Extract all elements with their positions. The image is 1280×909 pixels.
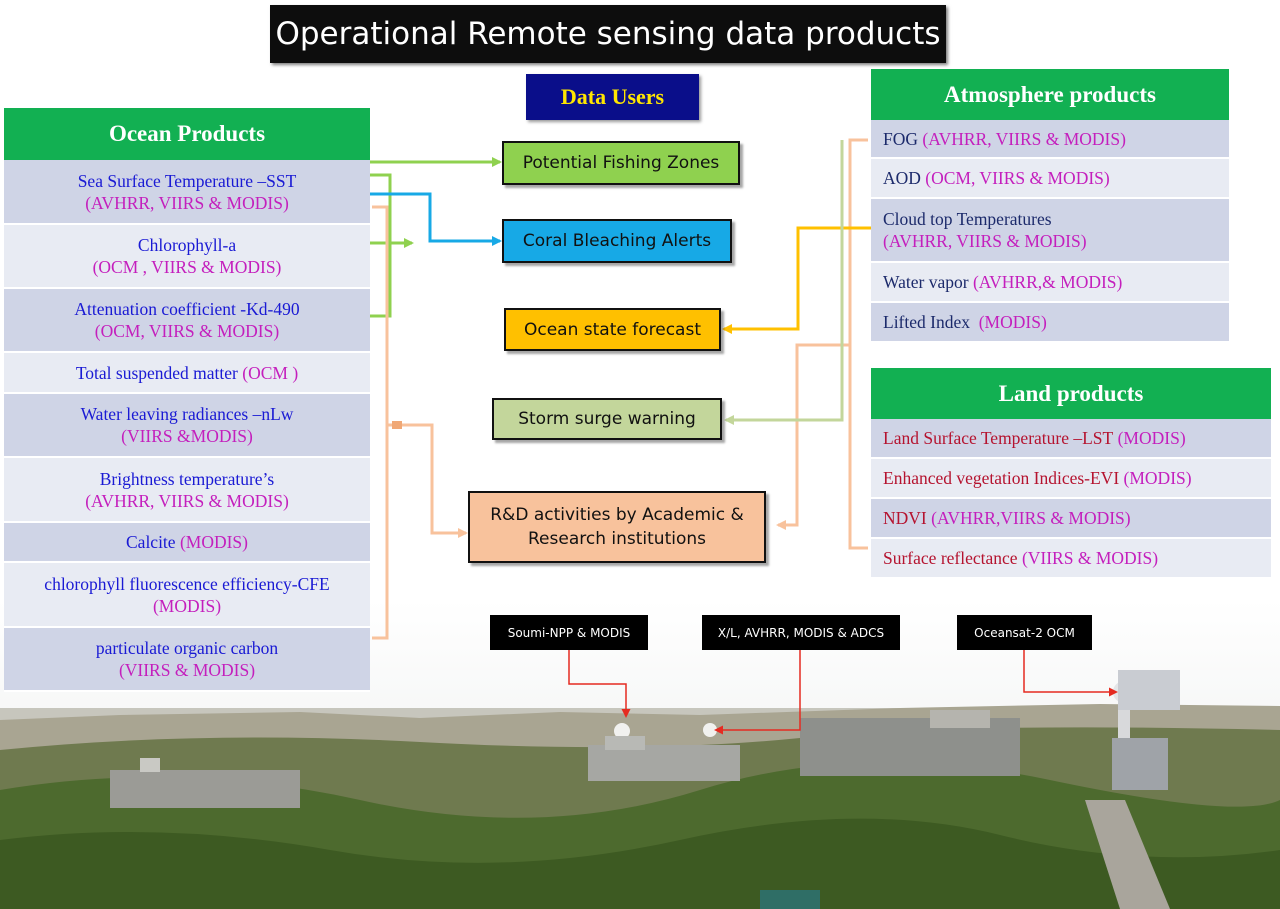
land-products-panel: Land products Land Surface Temperature –… [871, 368, 1271, 579]
atm-item-cloud-top: Cloud top Temperatures (AVHRR, VIIRS & M… [871, 199, 1229, 263]
land-item-name: Enhanced vegetation Indices-EVI [883, 468, 1120, 488]
land-item-sensors: (MODIS) [1117, 428, 1186, 448]
atm-item-sensors: (OCM, VIIRS & MODIS) [925, 168, 1110, 188]
ocean-item-sensors: (OCM ) [242, 362, 299, 383]
ocean-item-kd490: Attenuation coefficient -Kd-490 (OCM, VI… [4, 289, 370, 353]
atm-item-sensors: (MODIS) [978, 312, 1047, 332]
land-item-name: Land Surface Temperature –LST [883, 428, 1114, 448]
ocean-item-sensors: (OCM , VIIRS & MODIS) [92, 257, 282, 277]
coral-bleaching-box: Coral Bleaching Alerts [502, 219, 732, 263]
land-item-evi: Enhanced vegetation Indices-EVI (MODIS) [871, 459, 1271, 499]
atm-item-aod: AOD (OCM, VIIRS & MODIS) [871, 159, 1229, 199]
land-item-name: Surface reflectance [883, 548, 1018, 568]
land-item-ndvi: NDVI (AVHRR,VIIRS & MODIS) [871, 499, 1271, 539]
page-title: Operational Remote sensing data products [270, 5, 946, 63]
ocean-item-name: particulate organic carbon [95, 638, 279, 658]
ocean-item-name: Chlorophyll-a [137, 235, 237, 255]
ocean-item-sensors: (VIIRS & MODIS) [118, 660, 256, 680]
ocean-item-brightness-temp: Brightness temperature’s (AVHRR, VIIRS &… [4, 458, 370, 523]
ocean-item-nlw: Water leaving radiances –nLw (VIIRS &MOD… [4, 394, 370, 458]
ocean-item-name: Total suspended matter [75, 362, 238, 383]
ocean-item-tsm: Total suspended matter (OCM ) [4, 353, 370, 394]
ocean-item-name: chlorophyll fluorescence efficiency-CFE [44, 573, 330, 594]
xl-avhrr-label: X/L, AVHRR, MODIS & ADCS [702, 615, 900, 650]
rd-activities-line2: Research institutions [528, 529, 706, 549]
atm-item-sensors: (AVHRR, VIIRS & MODIS) [883, 231, 1087, 251]
oceansat-label: Oceansat-2 OCM [957, 615, 1092, 650]
ocean-item-calcite: Calcite (MODIS) [4, 523, 370, 563]
atm-item-lifted-index: Lifted Index (MODIS) [871, 303, 1229, 343]
atmosphere-products-panel: Atmosphere products FOG (AVHRR, VIIRS & … [871, 69, 1229, 343]
rd-activities-box: R&D activities by Academic & Research in… [468, 491, 766, 563]
ocean-item-sensors: (OCM, VIIRS & MODIS) [94, 321, 280, 341]
ocean-item-sensors: (MODIS) [152, 595, 222, 616]
ocean-item-name: Calcite [126, 532, 176, 552]
ocean-item-sensors: (AVHRR, VIIRS & MODIS) [85, 192, 289, 213]
atm-item-sensors: (AVHRR,& MODIS) [972, 272, 1123, 292]
atm-item-name: Water vapor [883, 272, 969, 292]
atm-item-name: FOG [883, 128, 919, 149]
ocean-item-sensors: (AVHRR, VIIRS & MODIS) [85, 490, 289, 511]
atm-item-name: Lifted Index [883, 312, 970, 332]
soumi-npp-label: Soumi-NPP & MODIS [490, 615, 648, 650]
atm-item-sensors: (AVHRR, VIIRS & MODIS) [922, 128, 1126, 149]
atmosphere-products-header: Atmosphere products [871, 69, 1229, 120]
ocean-products-header: Ocean Products [4, 108, 370, 160]
land-item-sensors: (VIIRS & MODIS) [1021, 548, 1159, 568]
atm-item-name: Cloud top Temperatures [883, 209, 1052, 229]
land-item-lst: Land Surface Temperature –LST (MODIS) [871, 419, 1271, 459]
ocean-products-panel: Ocean Products Sea Surface Temperature –… [4, 108, 370, 692]
ocean-item-sensors: (VIIRS &MODIS) [121, 426, 253, 446]
land-item-sensors: (MODIS) [1123, 468, 1192, 488]
ocean-item-name: Sea Surface Temperature –SST [77, 170, 297, 191]
land-item-sensors: (AVHRR,VIIRS & MODIS) [931, 508, 1131, 528]
ocean-item-name: Brightness temperature’s [99, 468, 275, 489]
storm-surge-box: Storm surge warning [492, 398, 722, 440]
rd-activities-line1: R&D activities by Academic & [490, 505, 744, 525]
land-item-surface-reflectance: Surface reflectance (VIIRS & MODIS) [871, 539, 1271, 579]
land-item-name: NDVI [883, 508, 927, 528]
ocean-item-sensors: (MODIS) [179, 532, 248, 552]
ocean-state-forecast-box: Ocean state forecast [504, 308, 721, 351]
land-products-header: Land products [871, 368, 1271, 419]
atm-item-name: AOD [883, 168, 921, 188]
fishing-zones-box: Potential Fishing Zones [502, 141, 740, 185]
ocean-item-name: Attenuation coefficient -Kd-490 [74, 299, 300, 319]
atm-item-fog: FOG (AVHRR, VIIRS & MODIS) [871, 120, 1229, 159]
ocean-item-chlorophyll: Chlorophyll-a (OCM , VIIRS & MODIS) [4, 225, 370, 289]
ocean-item-cfe: chlorophyll fluorescence efficiency-CFE … [4, 563, 370, 628]
atm-item-water-vapor: Water vapor (AVHRR,& MODIS) [871, 263, 1229, 303]
ocean-item-poc: particulate organic carbon (VIIRS & MODI… [4, 628, 370, 692]
ocean-item-sst: Sea Surface Temperature –SST (AVHRR, VII… [4, 160, 370, 225]
ocean-item-name: Water leaving radiances –nLw [80, 404, 294, 424]
data-users-label: Data Users [526, 74, 699, 120]
